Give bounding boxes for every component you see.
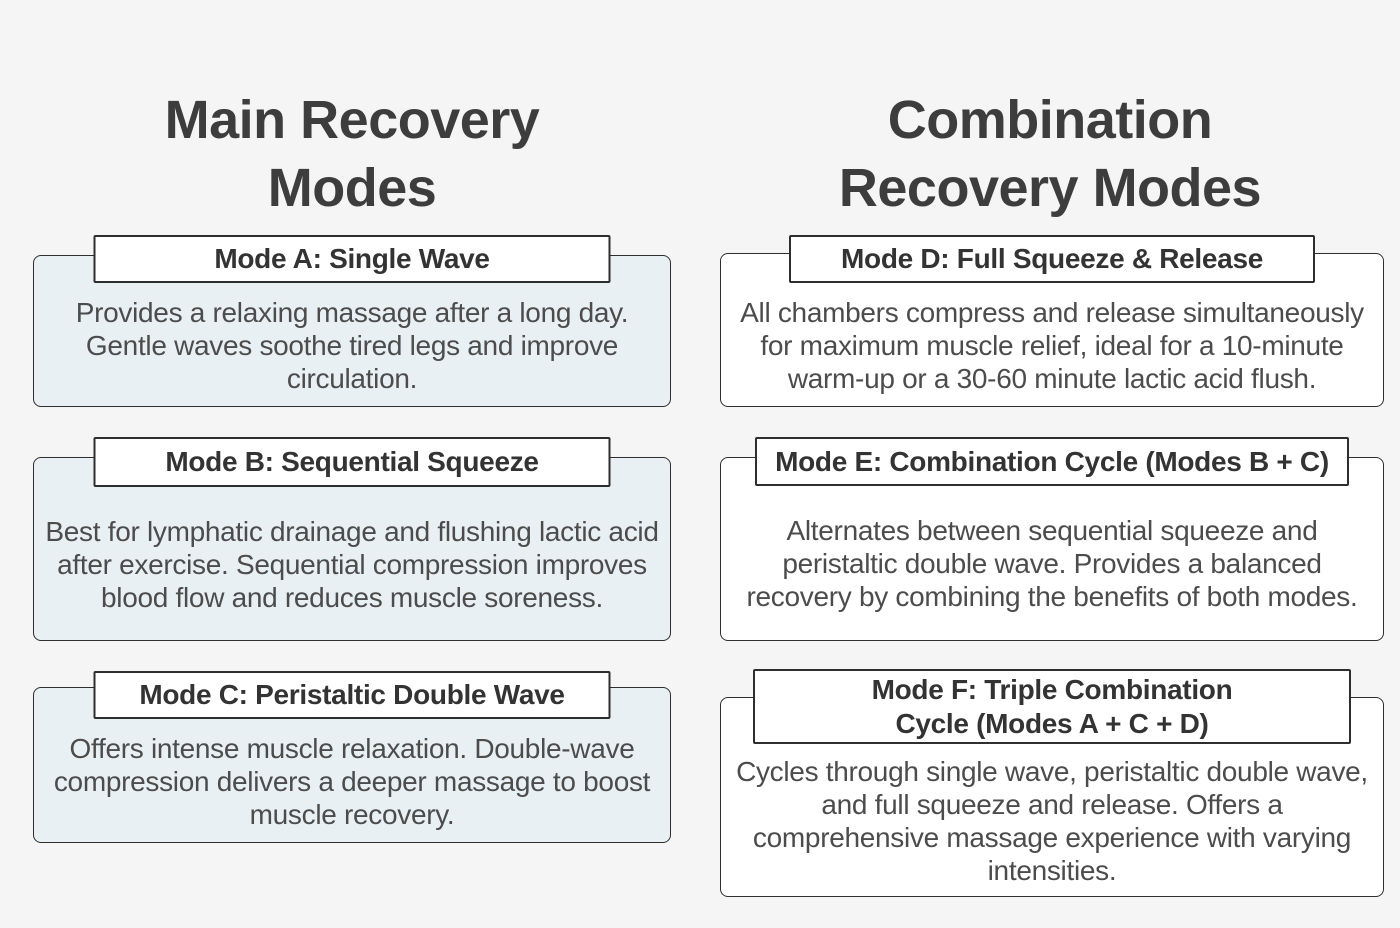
mode-e-body: Alternates between sequential squeeze an… [720, 457, 1384, 641]
mode-f-title-line2: Cycle (Modes A + C + D) [895, 707, 1209, 739]
mode-e-card: Alternates between sequential squeeze an… [720, 437, 1384, 641]
mode-b-body: Best for lymphatic drainage and flushing… [33, 457, 671, 641]
mode-a-card: Provides a relaxing massage after a long… [33, 235, 671, 407]
mode-d-card: All chambers compress and release simult… [720, 235, 1384, 407]
mode-e-title-box: Mode E: Combination Cycle (Modes B + C) [755, 437, 1349, 486]
main-modes-heading-line2: Modes [267, 158, 437, 219]
mode-b-title-box: Mode B: Sequential Squeeze [93, 437, 611, 487]
combination-modes-heading-line2: Recovery Modes [838, 158, 1262, 219]
mode-b-description: Best for lymphatic drainage and flushing… [45, 515, 659, 613]
main-modes-heading-line1: Main Recovery [164, 90, 540, 151]
mode-a-title-box: Mode A: Single Wave [93, 235, 611, 283]
mode-d-description: All chambers compress and release simult… [740, 296, 1364, 394]
mode-a-title: Mode A: Single Wave [214, 243, 490, 274]
mode-c-title-box: Mode C: Peristaltic Double Wave [93, 671, 611, 719]
mode-c-card: Offers intense muscle relaxation. Double… [33, 671, 671, 843]
mode-c-description: Offers intense muscle relaxation. Double… [53, 732, 651, 830]
mode-c-title: Mode C: Peristaltic Double Wave [139, 679, 565, 710]
mode-b-title: Mode B: Sequential Squeeze [165, 446, 539, 477]
main-modes-heading: Main Recovery Modes [0, 86, 704, 222]
mode-f-description: Cycles through single wave, peristaltic … [736, 755, 1368, 886]
combination-modes-heading-line1: Combination [887, 90, 1213, 151]
mode-b-card: Best for lymphatic drainage and flushing… [33, 437, 671, 641]
combination-modes-heading: Combination Recovery Modes [700, 86, 1400, 222]
mode-d-title-box: Mode D: Full Squeeze & Release [789, 235, 1315, 283]
mode-e-description: Alternates between sequential squeeze an… [746, 514, 1358, 612]
mode-e-title: Mode E: Combination Cycle (Modes B + C) [775, 445, 1329, 477]
mode-f-card: Cycles through single wave, peristaltic … [720, 669, 1384, 897]
mode-f-title-line1: Mode F: Triple Combination [871, 673, 1233, 705]
mode-d-title: Mode D: Full Squeeze & Release [841, 243, 1263, 274]
mode-f-title-box: Mode F: Triple Combination Cycle (Modes … [753, 669, 1351, 744]
mode-a-description: Provides a relaxing massage after a long… [75, 296, 629, 394]
